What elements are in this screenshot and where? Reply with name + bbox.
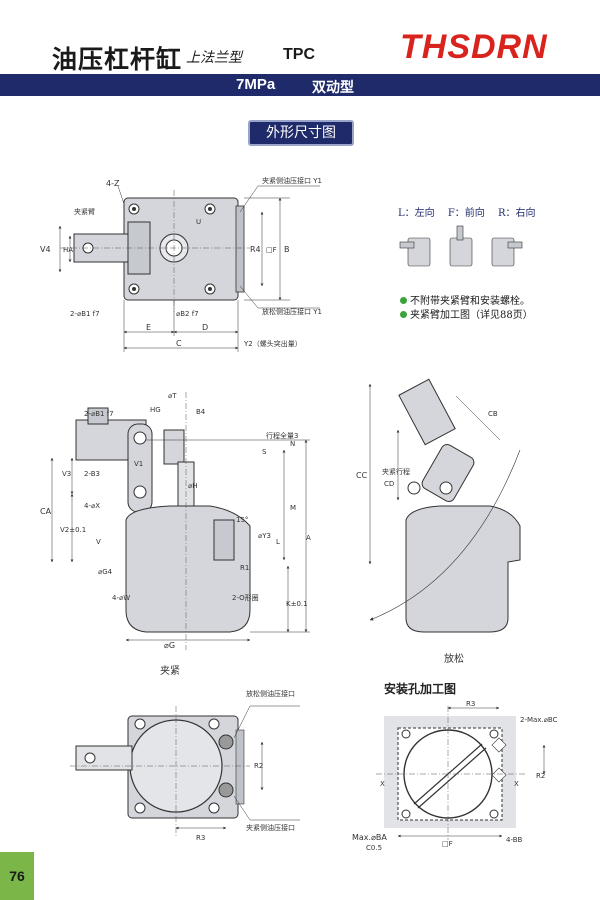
- port-label: 放松侧油压接口: [246, 689, 295, 698]
- mount-hole-title: 安装孔加工图: [384, 682, 457, 696]
- dim-label: B4: [196, 408, 206, 416]
- arm-label: 夹紧臂: [74, 207, 95, 216]
- release-side-view: [368, 378, 521, 633]
- dim-label: CD: [384, 480, 394, 488]
- bottom-top-view: [70, 705, 300, 836]
- dim-label: U: [196, 218, 201, 226]
- dim-label: 2-Max.⌀BC: [520, 716, 558, 724]
- dim-label: 4-Z: [106, 179, 120, 188]
- dim-label: 2-⌀B1 f7: [84, 410, 114, 418]
- dim-label: S: [262, 448, 267, 456]
- dim-label: V3: [62, 470, 71, 478]
- dim-label: HG: [150, 406, 161, 414]
- dim-label: R3: [466, 700, 475, 708]
- dim-label: ⌀H: [188, 482, 197, 490]
- page-subtitle: 上法兰型: [186, 50, 242, 66]
- dim-label: D: [202, 323, 208, 332]
- orientation-left: L：左向: [398, 208, 435, 219]
- dim-label: A: [306, 534, 311, 542]
- dim-label: Y2（螺头突出量）: [243, 339, 302, 348]
- orientation-front: F：前向: [447, 208, 485, 219]
- orientation-icons: [399, 225, 523, 267]
- dimension-drawing-tab[interactable]: 外形尺寸图: [248, 120, 354, 146]
- dim-label: ⌀B2 f7: [176, 310, 199, 318]
- note-item: 不附带夹紧臂和安装螺栓。: [400, 292, 530, 307]
- dim-label: □F: [442, 840, 453, 848]
- dim-label: V1: [134, 460, 143, 468]
- pressure-label: 7MPa: [236, 76, 276, 93]
- model-code: TPC: [283, 46, 315, 63]
- dim-label: 2-B3: [84, 470, 100, 478]
- port-label: 放松侧油压接口 Y1: [262, 307, 322, 316]
- dim-label: V: [96, 538, 101, 546]
- dim-label: C: [176, 339, 182, 348]
- bullet-icon: [400, 297, 407, 304]
- dim-label: M: [290, 504, 296, 512]
- dim-label: V4: [40, 245, 51, 254]
- dim-label: R2: [254, 762, 263, 770]
- dim-label: 15°: [236, 516, 248, 524]
- dim-label: V2±0.1: [60, 526, 86, 534]
- top-view-drawing: [58, 185, 320, 352]
- clamp-caption: 夹紧: [160, 666, 180, 677]
- dim-label: X: [380, 780, 385, 788]
- release-caption: 放松: [444, 654, 464, 665]
- dim-label: B: [284, 245, 290, 254]
- page-title: 油压杠杆缸: [52, 45, 183, 74]
- dim-label: L: [276, 538, 280, 546]
- port-label: 夹紧侧油压接口 Y1: [262, 176, 322, 185]
- dim-label: X: [514, 780, 519, 788]
- dim-label: ⌀G: [164, 641, 175, 650]
- dim-label: ⌀T: [168, 392, 177, 400]
- orientation-right: R：右向: [497, 208, 536, 219]
- dim-label: CC: [356, 471, 368, 480]
- dim-label: R4: [250, 245, 261, 254]
- dim-label: N: [290, 440, 295, 448]
- dim-label: Max.⌀BA: [352, 833, 387, 842]
- port-label: 夹紧侧油压接口: [246, 823, 295, 832]
- page-number: 76: [0, 852, 34, 900]
- note-item: 夹紧臂加工图（详见88页）: [400, 306, 533, 321]
- spec-banner: 7MPa 双动型: [0, 74, 600, 96]
- dim-label: R3: [196, 834, 205, 842]
- dimension-labels: 4-Z 夹紧侧油压接口 Y1 夹紧臂 V4 HA U R4 □F B 2-⌀B1…: [40, 176, 558, 852]
- dim-label: 4-⌀W: [112, 594, 130, 602]
- mounting-hole-diagram: [376, 706, 546, 840]
- dim-label: C0.5: [366, 844, 382, 852]
- dim-label: R1: [240, 564, 249, 572]
- dim-label: 行程全量3: [266, 431, 298, 440]
- dim-label: HA: [63, 246, 73, 254]
- clamp-front-view: [50, 392, 310, 650]
- dim-label: CA: [40, 507, 52, 516]
- dim-label: CB: [488, 410, 498, 418]
- brand-logo: THSDRN: [400, 28, 548, 66]
- dim-label: □F: [266, 246, 277, 254]
- dim-label: ⌀G4: [98, 568, 113, 576]
- dim-label: K±0.1: [286, 600, 308, 608]
- dim-label: 4-BB: [506, 836, 523, 844]
- dim-label: 夹紧行程: [382, 467, 410, 476]
- dim-label: 4-⌀X: [84, 502, 100, 510]
- bullet-icon: [400, 311, 407, 318]
- dim-label: R2: [536, 772, 545, 780]
- orientation-legend: L：左向 F：前向 R：右向: [398, 204, 546, 219]
- dim-label: 2-⌀B1 f7: [70, 310, 100, 318]
- dim-label: ⌀Y3: [258, 532, 271, 540]
- action-type-label: 双动型: [312, 80, 354, 96]
- dim-label: 2-O形圈: [232, 594, 259, 602]
- dim-label: E: [146, 323, 151, 332]
